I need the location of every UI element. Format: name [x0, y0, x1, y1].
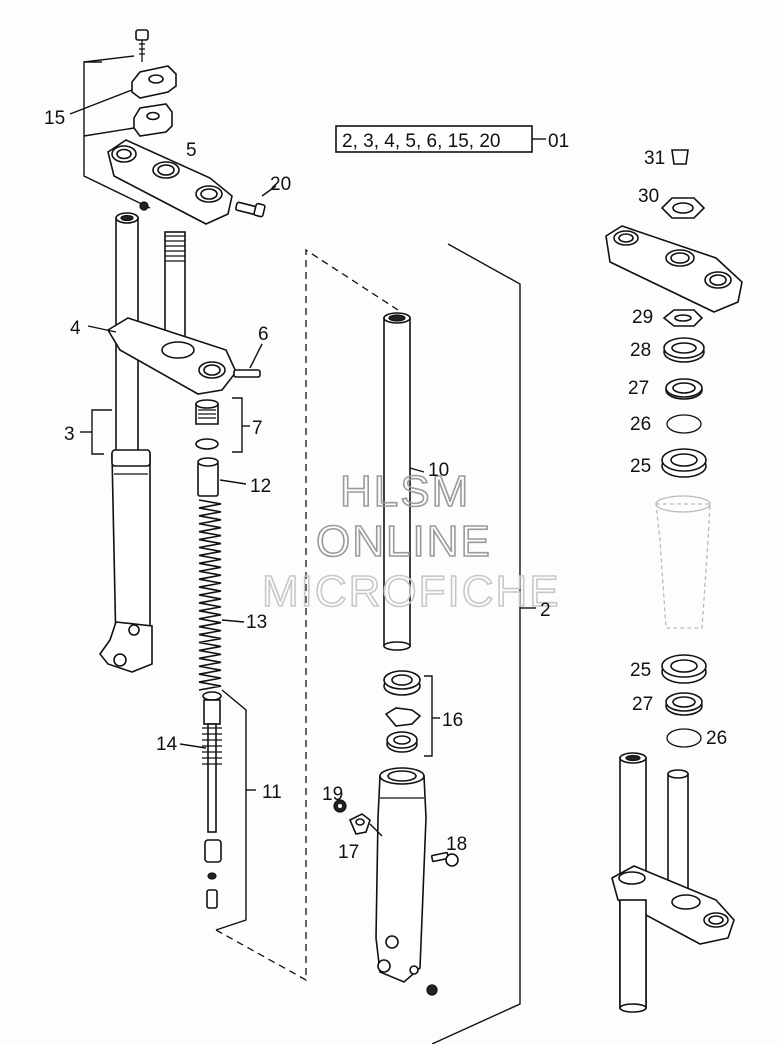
handlebar-clamp-assembly — [131, 29, 177, 137]
callout-12: 12 — [250, 476, 271, 497]
callout-25-upper: 25 — [630, 456, 651, 477]
fork-cap — [195, 399, 219, 450]
inner-fork-tube — [383, 312, 411, 651]
nut-30 — [660, 197, 706, 219]
callout-18: 18 — [446, 834, 467, 855]
callout-27-upper: 27 — [628, 378, 649, 399]
watermark: HLSM ONLINE MICROFICHE — [261, 466, 561, 617]
watermark-line-1: HLSM — [340, 467, 470, 516]
callout-15: 15 — [44, 108, 65, 129]
damper-rod — [202, 691, 222, 909]
callout-13: 13 — [246, 612, 267, 633]
fork-leg-right — [611, 752, 735, 1013]
small-parts-17-19 — [333, 799, 383, 837]
watermark-line-2: ONLINE — [316, 517, 492, 566]
upper-triple-clamp-right — [605, 225, 743, 313]
callout-10: 10 — [428, 460, 449, 481]
callout-5: 5 — [186, 140, 197, 161]
callout-27-lower: 27 — [632, 694, 653, 715]
clamp-bolt — [235, 201, 266, 218]
callout-20: 20 — [270, 174, 291, 195]
callout-14: 14 — [156, 734, 178, 755]
fork-leg-left — [98, 212, 261, 673]
kit-reference-box — [335, 125, 546, 153]
callout-6: 6 — [258, 324, 269, 345]
spacer-tube — [197, 457, 219, 497]
callout-2: 2 — [540, 600, 551, 621]
callout-30: 30 — [638, 186, 659, 207]
callout-26-lower: 26 — [706, 728, 727, 749]
kit-reference-label: 2, 3, 4, 5, 6, 15, 20 — [342, 131, 500, 152]
watermark-line-3: MICROFICHE — [262, 567, 561, 616]
callout-19: 19 — [322, 784, 343, 805]
upper-triple-clamp-left — [107, 139, 233, 225]
callout-28: 28 — [630, 340, 651, 361]
callout-7: 7 — [252, 418, 263, 439]
seal-kit — [383, 670, 422, 753]
bearing-stack-lower — [661, 654, 707, 748]
axle-bolt — [430, 851, 459, 867]
bearing-stack-upper — [661, 309, 707, 478]
callout-16: 16 — [442, 710, 463, 731]
callout-4: 4 — [70, 318, 81, 339]
callout-25-lower: 25 — [630, 660, 651, 681]
steering-head-tube-ghost — [655, 495, 711, 629]
callout-11: 11 — [262, 782, 282, 803]
lower-slider — [375, 767, 438, 996]
fork-spring — [198, 499, 222, 691]
spring-coil — [198, 499, 222, 691]
callout-26-upper: 26 — [630, 414, 651, 435]
callout-31: 31 — [644, 148, 665, 169]
callout-17: 17 — [338, 842, 359, 863]
cap-31 — [671, 149, 689, 165]
callout-29: 29 — [632, 307, 653, 328]
kit-reference-suffix: 01 — [548, 131, 569, 152]
callout-3: 3 — [64, 424, 75, 445]
